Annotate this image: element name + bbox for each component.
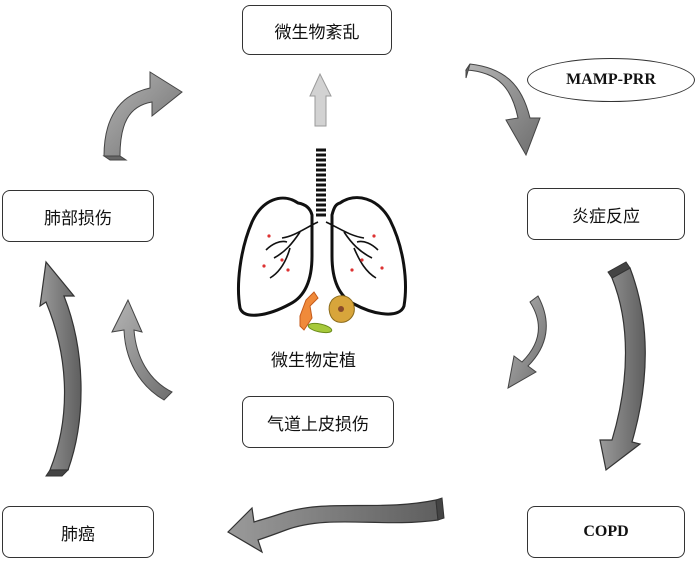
trachea — [316, 148, 326, 217]
arrow-lung-injury-to-dysbiosis — [102, 71, 183, 161]
node-copd-label: COPD — [583, 523, 629, 540]
node-inflammation: 炎症反应 — [527, 188, 685, 240]
node-copd: COPD — [527, 506, 685, 558]
node-lung-injury-label: 肺部损伤 — [44, 208, 112, 229]
up-arrow — [309, 72, 332, 127]
arrow-inflammation-loop — [507, 295, 547, 389]
node-dysbiosis-label: 微生物紊乱 — [274, 22, 360, 43]
arrow-dysbiosis-to-inflammation — [465, 63, 541, 157]
arrow-copd-to-lung-cancer — [227, 497, 445, 554]
node-inflammation-label: 炎症反应 — [572, 206, 640, 227]
left-lung — [237, 196, 319, 317]
node-mamp-prr-label: MAMP-PRR — [566, 71, 656, 88]
node-lung-cancer-label: 肺癌 — [61, 524, 95, 545]
node-dysbiosis: 微生物紊乱 — [242, 5, 392, 55]
arrow-inflammation-to-copd — [599, 261, 646, 472]
node-lung-cancer: 肺癌 — [2, 506, 154, 558]
node-airway-epithelial-injury: 气道上皮损伤 — [242, 396, 394, 448]
node-airway-epithelial-injury-label: 气道上皮损伤 — [267, 414, 369, 435]
node-mamp-prr: MAMP-PRR — [527, 58, 695, 102]
arrow-lung-cancer-to-lung-injury — [39, 260, 82, 477]
arrow-airway-injury-to-lung-injury — [111, 298, 173, 401]
right-lung — [325, 196, 407, 316]
node-colonization-label: 微生物定植 — [271, 351, 356, 371]
node-lung-injury: 肺部损伤 — [2, 190, 154, 242]
microbes-icon — [299, 291, 355, 334]
